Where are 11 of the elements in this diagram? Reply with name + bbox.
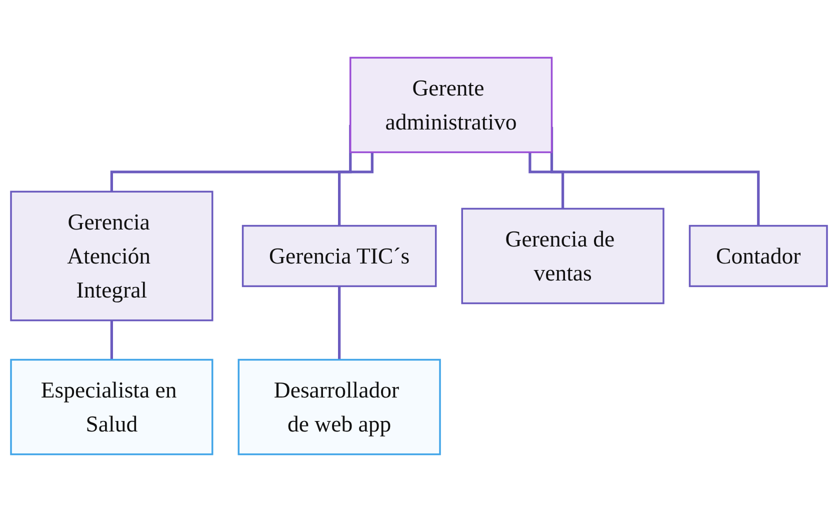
connector (528, 152, 564, 210)
node-box: Contador (688, 224, 828, 288)
node-box: Especialista en Salud (10, 358, 214, 456)
connector (338, 286, 341, 362)
node-box: Gerencia Atención Integral (10, 190, 214, 322)
connector (338, 152, 374, 228)
node-box: Gerencia TIC´s (242, 224, 437, 288)
node-box: Desarrollador de web app (238, 358, 441, 456)
node-box: Gerente administrativo (350, 56, 553, 154)
node-box: Gerencia de ventas (461, 208, 664, 304)
connector (110, 320, 113, 362)
